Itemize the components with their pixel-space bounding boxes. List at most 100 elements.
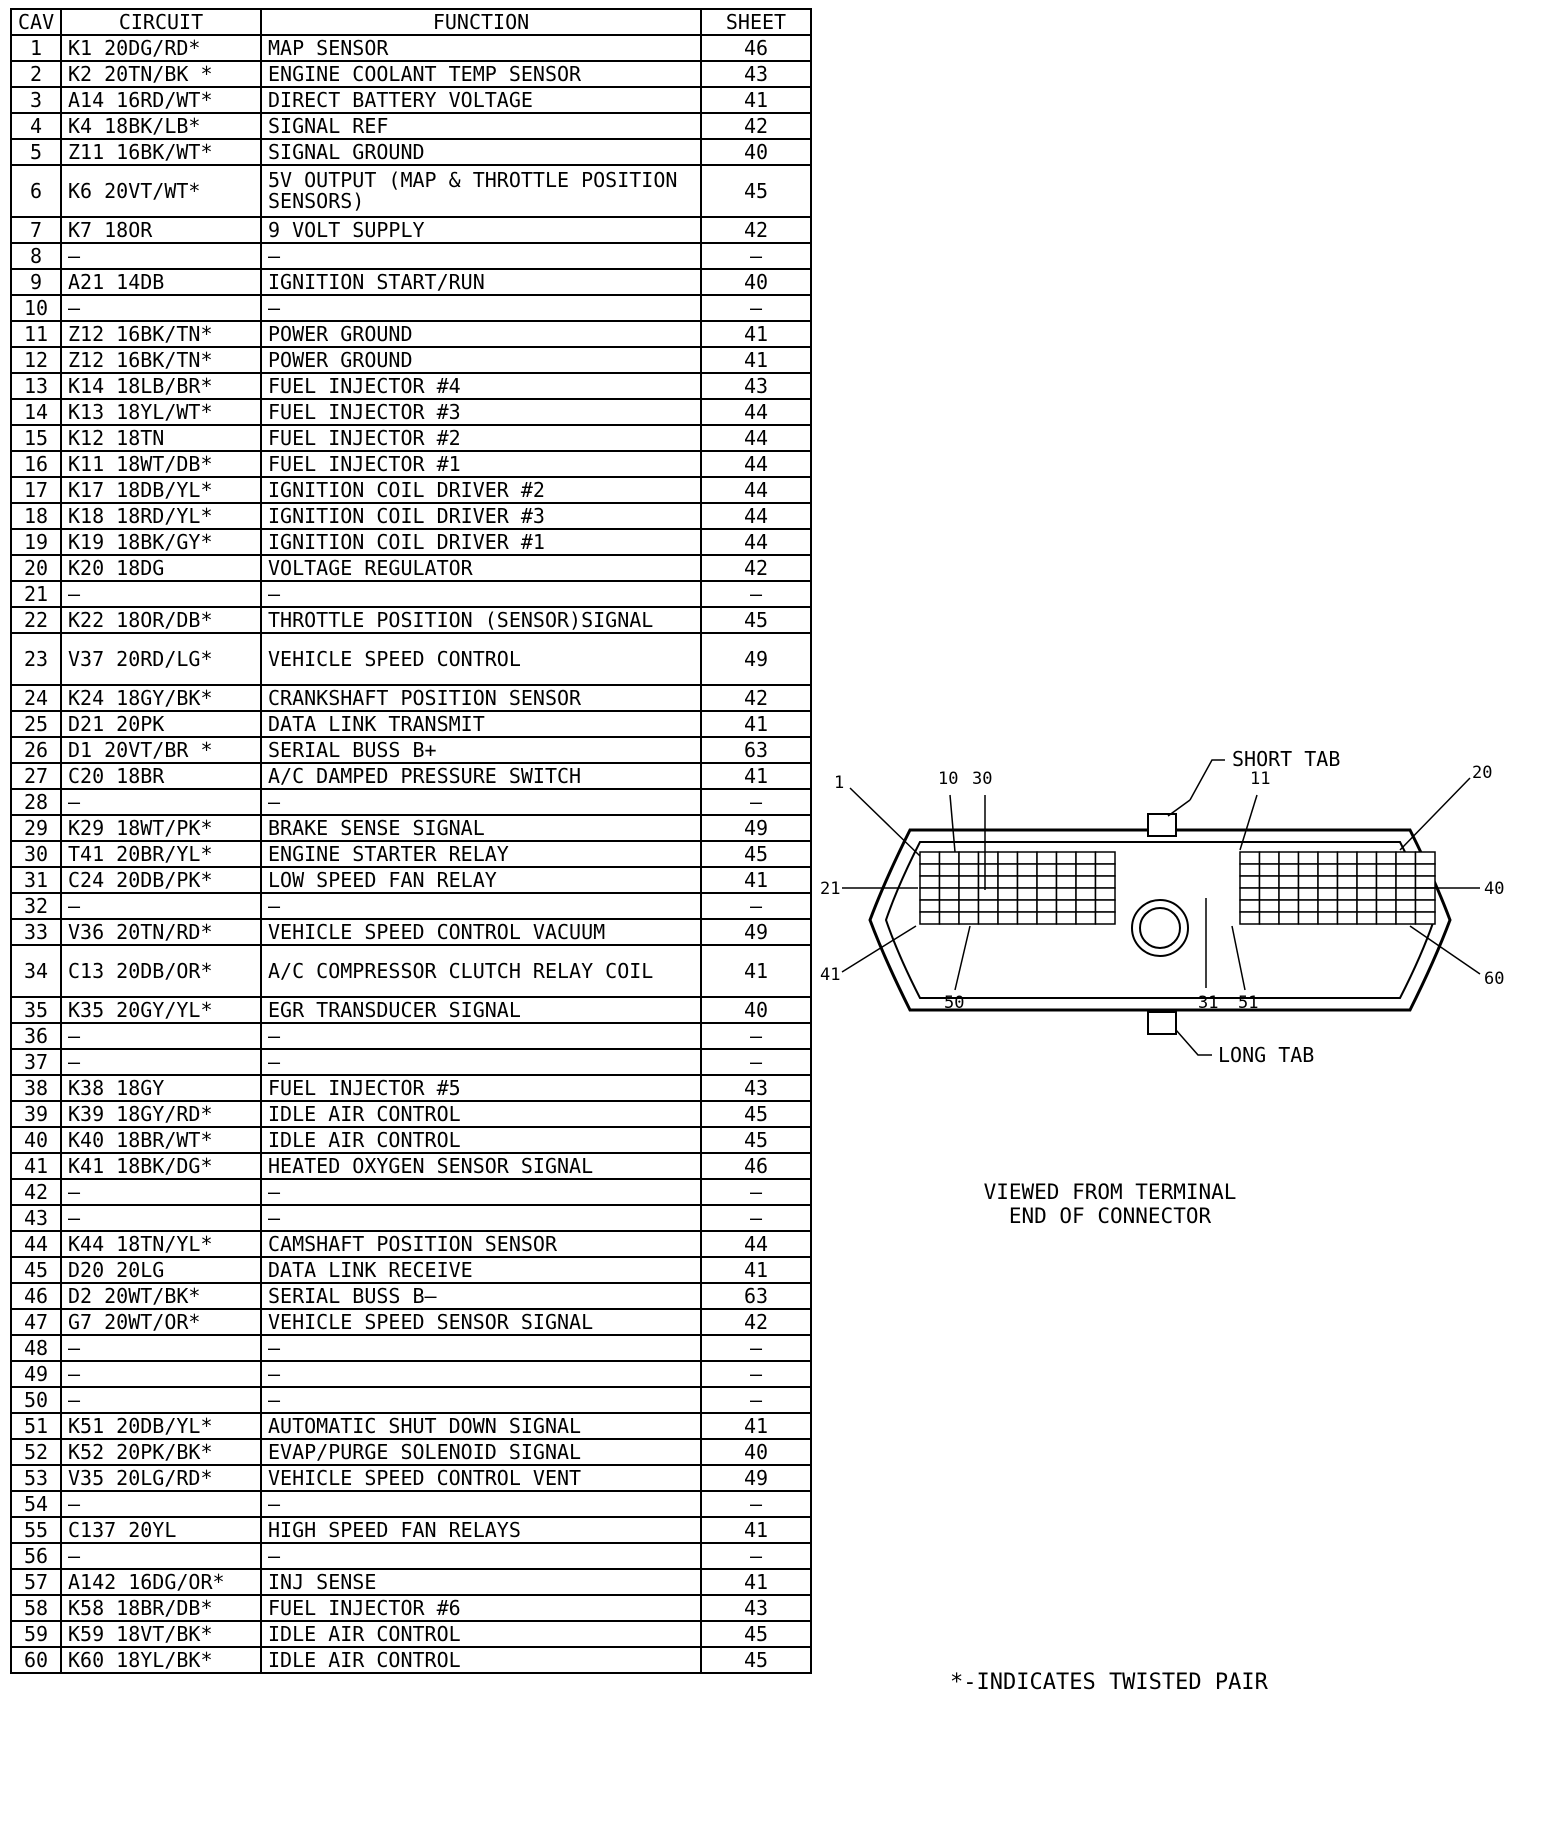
cavity [919,899,941,913]
cell-sheet: 49 [700,632,812,686]
cavity [1055,899,1077,913]
cell-circuit: K17 18DB/YL* [60,476,262,504]
cavity [1414,875,1436,889]
cell-cav: 51 [10,1412,62,1440]
cavity [1297,863,1319,877]
cell-sheet: 63 [700,1282,812,1310]
cell-circuit: K2 20TN/BK * [60,60,262,88]
cavity [1075,911,1097,925]
cell-cav: 53 [10,1464,62,1492]
cavity [1278,887,1300,901]
cavity [1094,887,1116,901]
cell-circuit: K29 18WT/PK* [60,814,262,842]
cell-sheet: 44 [700,502,812,530]
cell-sheet: 41 [700,1516,812,1544]
cell-cav: 26 [10,736,62,764]
cell-sheet: 44 [700,450,812,478]
cell-circuit: — [60,1542,262,1570]
cell-sheet: 41 [700,710,812,738]
cell-sheet: 46 [700,34,812,62]
cell-circuit: K24 18GY/BK* [60,684,262,712]
cell-circuit: — [60,1386,262,1414]
cell-cav: 57 [10,1568,62,1596]
cavity [1036,887,1058,901]
cell-cav: 8 [10,242,62,270]
cell-function: — [260,1542,702,1570]
cell-cav: 2 [10,60,62,88]
table-row: 21——— [10,580,812,608]
long-tab [1147,1011,1177,1035]
center-post [1131,899,1189,957]
cell-cav: 35 [10,996,62,1024]
cavity [1278,911,1300,925]
cavity [938,875,960,889]
cell-sheet: — [700,1542,812,1570]
cavity [1317,887,1339,901]
cavity [1414,887,1436,901]
cell-sheet: — [700,1334,812,1362]
cell-circuit: G7 20WT/OR* [60,1308,262,1336]
cavity [1317,875,1339,889]
cavity [1278,863,1300,877]
table-row: 8——— [10,242,812,270]
cavity [958,887,980,901]
cell-cav: 38 [10,1074,62,1102]
cell-cav: 48 [10,1334,62,1362]
cell-cav: 41 [10,1152,62,1180]
callout-11: 11 [1250,769,1270,789]
cell-cav: 23 [10,632,62,686]
cell-cav: 12 [10,346,62,374]
cell-circuit: K59 18VT/BK* [60,1620,262,1648]
cell-circuit: C20 18BR [60,762,262,790]
cell-sheet: 41 [700,1568,812,1596]
cell-sheet: 44 [700,528,812,556]
cavity [1036,875,1058,889]
cell-function: DATA LINK TRANSMIT [260,710,702,738]
cell-sheet: — [700,580,812,608]
cell-function: ENGINE STARTER RELAY [260,840,702,868]
cell-cav: 42 [10,1178,62,1206]
cavity-block-left [919,851,1116,925]
header-cav: CAV [10,8,62,36]
cavity [938,851,960,865]
cell-cav: 17 [10,476,62,504]
cell-cav: 16 [10,450,62,478]
cell-circuit: K12 18TN [60,424,262,452]
cell-function: SIGNAL GROUND [260,138,702,166]
cell-cav: 19 [10,528,62,556]
cell-cav: 13 [10,372,62,400]
cavity [1239,899,1261,913]
long-tab-label: LONG TAB [1218,1043,1314,1067]
cell-cav: 34 [10,944,62,998]
cell-circuit: K60 18YL/BK* [60,1646,262,1674]
cell-circuit: K1 20DG/RD* [60,34,262,62]
cell-function: FUEL INJECTOR #5 [260,1074,702,1102]
cell-circuit: Z11 16BK/WT* [60,138,262,166]
cell-sheet: 63 [700,736,812,764]
cell-sheet: 40 [700,138,812,166]
short-tab [1147,813,1177,837]
cavity [1055,851,1077,865]
cavity [1414,911,1436,925]
cavity [1036,899,1058,913]
cavity [1395,911,1417,925]
cell-function: — [260,1204,702,1232]
cell-function: IGNITION COIL DRIVER #1 [260,528,702,556]
table-row: 54——— [10,1490,812,1518]
cavity [1375,887,1397,901]
cell-cav: 27 [10,762,62,790]
table-header-row: CAV CIRCUIT FUNCTION SHEET [10,8,812,36]
cavity [1375,911,1397,925]
cell-cav: 47 [10,1308,62,1336]
short-tab-label: SHORT TAB [1232,747,1340,771]
cell-circuit: — [60,1360,262,1388]
cell-function: SIGNAL REF [260,112,702,140]
